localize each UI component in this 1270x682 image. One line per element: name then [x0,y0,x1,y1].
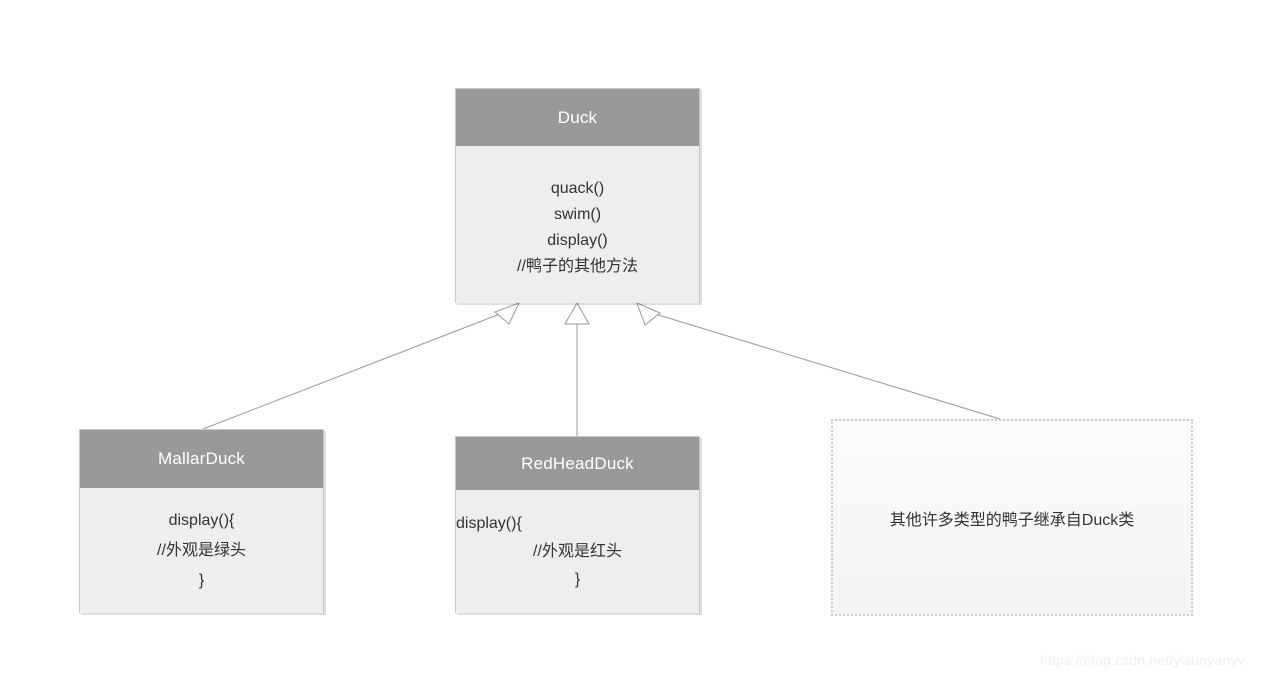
class-box-duck[interactable]: Duck quack() swim() display() //鸭子的其他方法 [455,88,700,303]
class-member: swim() [553,205,602,223]
class-member: } [574,570,581,588]
class-members-redheadduck: display(){ //外观是红头 } [456,490,699,613]
generalization-line-mallarduck [202,311,506,430]
class-members-duck: quack() swim() display() //鸭子的其他方法 [456,146,699,303]
generalization-line-other-ducks [651,312,1001,420]
generalization-arrowhead-mallarduck [494,302,520,325]
class-members-mallarduck: display(){ //外观是绿头 } [80,488,323,613]
watermark: https://blog.csdn.net/yisuoyanyv [1040,652,1245,668]
class-name-duck: Duck [456,89,699,146]
note-text: 其他许多类型的鸭子继承自Duck类 [889,511,1135,529]
class-name-redheadduck: RedHeadDuck [456,437,699,490]
class-member: display(){ [168,511,235,529]
class-box-mallarduck[interactable]: MallarDuck display(){ //外观是绿头 } [79,429,324,613]
class-box-redheadduck[interactable]: RedHeadDuck display(){ //外观是红头 } [455,436,700,613]
class-name-mallarduck: MallarDuck [80,430,323,488]
class-member: } [198,571,205,589]
class-member: //外观是红头 [533,542,622,560]
generalization-arrowhead-redheadduck [564,301,590,325]
class-member: display() [547,231,608,249]
generalization-arrowhead-other-ducks [636,302,661,326]
class-member: display(){ [456,514,522,532]
class-member: quack() [550,179,605,197]
class-member: //鸭子的其他方法 [517,257,638,275]
class-member: //外观是绿头 [157,541,246,559]
note-box-other-ducks[interactable]: 其他许多类型的鸭子继承自Duck类 [831,419,1193,616]
